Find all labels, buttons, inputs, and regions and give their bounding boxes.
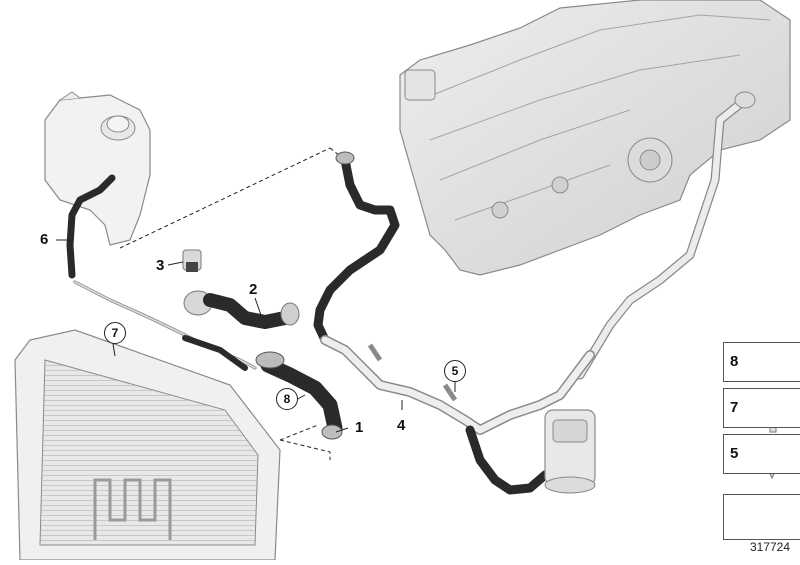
pipe-4	[320, 335, 595, 435]
legend-label-5: 5	[730, 445, 739, 462]
callout-1: 1	[355, 419, 364, 436]
expansion-tank	[44, 91, 151, 246]
callout-2: 2	[249, 281, 258, 298]
hose-6	[66, 174, 116, 279]
return-pipe	[575, 91, 756, 380]
hose-2	[183, 290, 300, 329]
hose-lower	[465, 425, 550, 495]
callout-5-circled: 5	[444, 360, 466, 382]
callout-7-circled: 7	[104, 322, 126, 344]
callout-4: 4	[397, 417, 406, 434]
hose-upper	[313, 151, 400, 345]
legend-item-8: 8	[723, 342, 800, 382]
electric-pump	[544, 409, 596, 494]
callout-leaders	[56, 239, 456, 433]
callout-6: 6	[40, 231, 49, 248]
radiator	[14, 329, 281, 561]
engine-block	[399, 0, 791, 276]
legend-label-8: 8	[730, 353, 739, 370]
sensor-3	[182, 249, 202, 272]
legend-item-5: 5	[723, 434, 800, 474]
callout-8-circled: 8	[276, 388, 298, 410]
callout-3: 3	[156, 257, 165, 274]
diagram-id: 317724	[749, 540, 790, 554]
legend-arrow-box	[723, 494, 800, 540]
legend-item-7: 7	[723, 388, 800, 428]
legend-label-7: 7	[730, 399, 739, 416]
hose-1	[255, 351, 343, 440]
